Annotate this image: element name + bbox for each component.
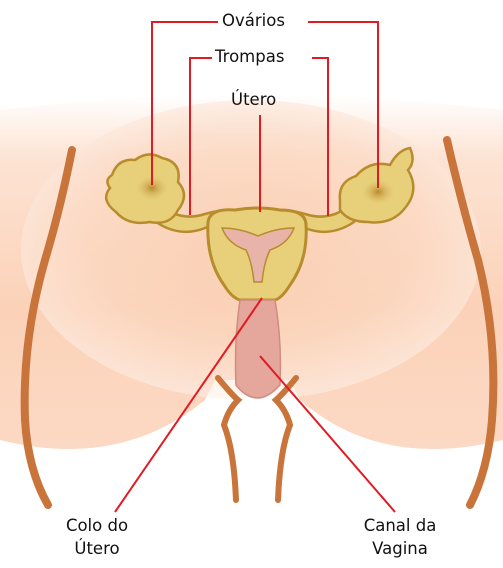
label-canal-line1: Canal da (345, 518, 455, 535)
label-vaginal-canal: Canal da Vagina (343, 518, 457, 557)
label-ovaries: Ovários (220, 13, 287, 30)
label-uterus: Útero (229, 92, 278, 109)
label-canal-line2: Vagina (345, 541, 455, 558)
label-cervix-line2: Útero (47, 541, 147, 558)
label-cervix-line1: Colo do (47, 518, 147, 535)
label-cervix: Colo do Útero (45, 518, 149, 557)
vaginal-canal (236, 300, 281, 398)
label-tubes: Trompas (213, 49, 286, 66)
